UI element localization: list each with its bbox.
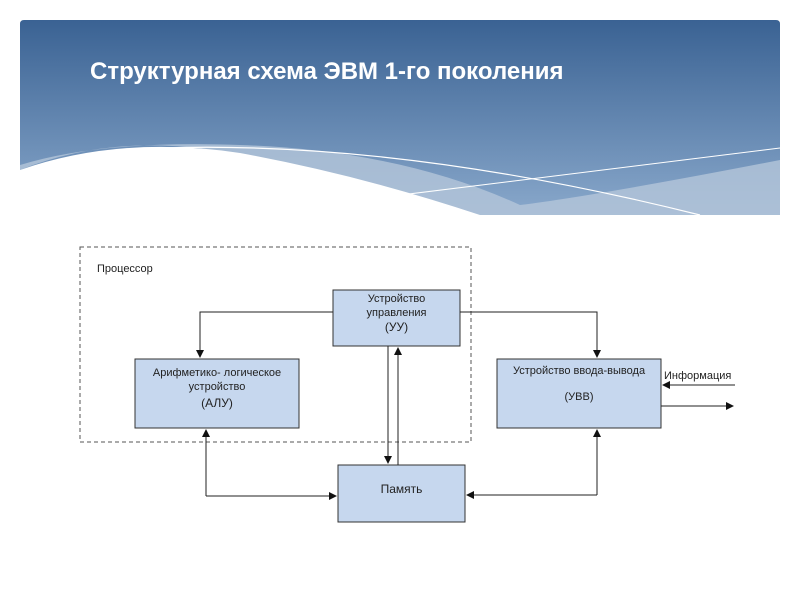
uu-line1: Устройство bbox=[367, 293, 426, 305]
uvv-abbr: (УВВ) bbox=[564, 391, 594, 403]
uvv-label: Устройство ввода-вывода (УВВ) bbox=[497, 364, 661, 404]
memory-box bbox=[337, 464, 466, 523]
uu-line2: управления bbox=[366, 307, 427, 319]
info-label: Информация bbox=[664, 370, 732, 382]
alu-box bbox=[134, 358, 300, 429]
uvv-line1: Устройство ввода-вывода bbox=[512, 365, 646, 377]
alu-line2: устройство bbox=[188, 381, 246, 393]
alu-abbr: (АЛУ) bbox=[201, 396, 233, 410]
alu-label: Арифметико- логическое устройство (АЛУ) bbox=[135, 366, 299, 410]
header-banner bbox=[20, 20, 781, 216]
processor-label: Процессор bbox=[97, 263, 153, 275]
slide-title: Структурная схема ЭВМ 1-го поколения bbox=[90, 58, 564, 85]
memory-label: Память bbox=[380, 482, 423, 496]
alu-line1: Арифметико- логическое bbox=[152, 367, 282, 379]
uvv-box bbox=[496, 358, 662, 429]
uu-abbr: (УУ) bbox=[384, 320, 409, 334]
connections bbox=[196, 311, 735, 500]
uu-label: Устройство управления (УУ) bbox=[333, 292, 460, 334]
processor-group bbox=[79, 246, 472, 443]
uu-box bbox=[332, 289, 461, 347]
